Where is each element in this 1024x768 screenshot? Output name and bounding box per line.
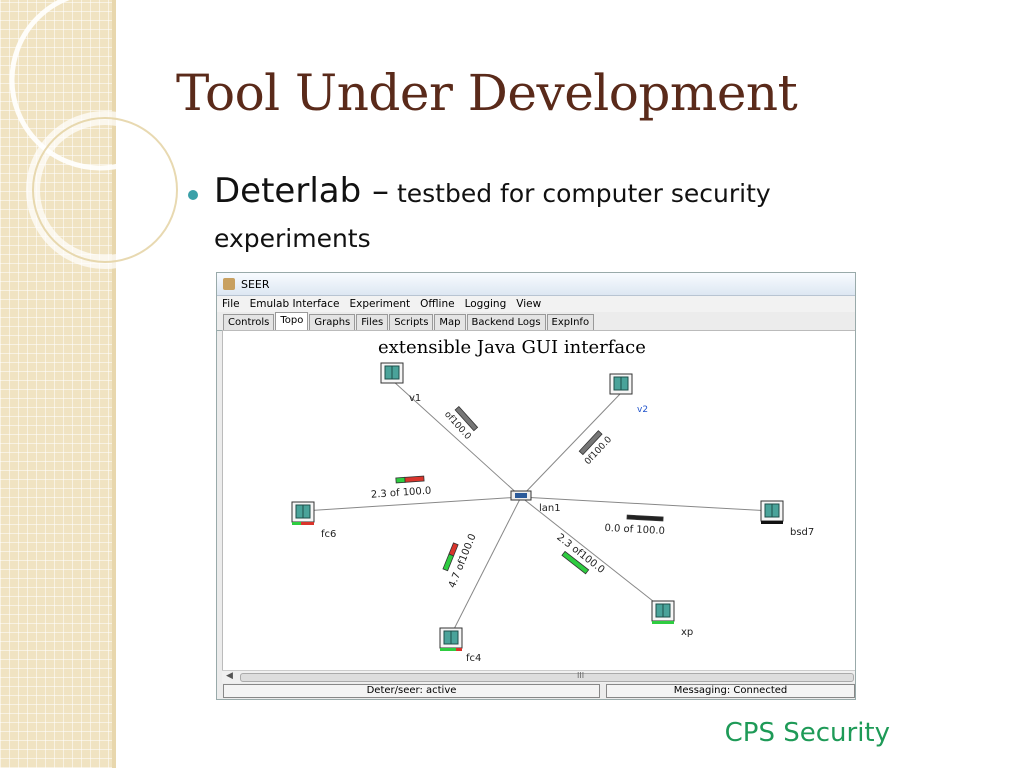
menu-bar: File Emulab Interface Experiment Offline… (217, 296, 855, 312)
node-xp-server-icon[interactable] (651, 600, 675, 624)
status-seer: Deter/seer: active (223, 684, 600, 698)
usage-label-v1: of100.0 (442, 410, 473, 442)
link-fc4 (450, 496, 522, 636)
java-icon (223, 278, 235, 290)
menu-experiment[interactable]: Experiment (349, 298, 411, 310)
node-fc4-server-icon[interactable] (439, 627, 463, 651)
status-messaging: Messaging: Connected (606, 684, 855, 698)
scroll-left-icon[interactable]: ◀ (226, 671, 233, 681)
menu-file[interactable]: File (222, 298, 240, 310)
scroll-thumb[interactable] (240, 673, 854, 682)
tab-topo[interactable]: Topo (275, 312, 309, 330)
usage-label-fc6: 2.3 of 100.0 (371, 486, 432, 501)
meter-bsd7: 0.0 of 100.0 (604, 514, 665, 537)
link-bsd7 (520, 496, 772, 512)
meter-fc4: 4.7 of100.0 (442, 532, 479, 590)
menu-offline[interactable]: Offline (420, 298, 455, 310)
bullet-text: Deterlab – testbed for computer security… (214, 170, 854, 263)
topology-graph: of100.0 0f100.0 2.3 of 100.0 0.0 of 100.… (291, 362, 814, 664)
footer-text: CPS Security (724, 718, 890, 748)
decorative-rings (9, 0, 191, 269)
status-bar: Deter/seer: active Messaging: Connected (217, 684, 855, 698)
window-titlebar[interactable]: SEER (217, 273, 855, 296)
node-v1-server-icon[interactable] (380, 362, 404, 384)
node-label-fc6: fc6 (321, 529, 336, 540)
meter-v2: 0f100.0 (578, 430, 614, 467)
tab-bar: Controls Topo Graphs Files Scripts Map B… (217, 312, 855, 331)
scroll-grip: III (577, 671, 585, 680)
node-label-bsd7: bsd7 (790, 527, 814, 538)
tab-scripts[interactable]: Scripts (389, 314, 434, 330)
tab-files[interactable]: Files (356, 314, 389, 330)
menu-view[interactable]: View (516, 298, 542, 310)
meter-v1: of100.0 (442, 406, 479, 442)
bullet-icon (188, 190, 198, 200)
menu-emulab-interface[interactable]: Emulab Interface (249, 298, 340, 310)
tab-graphs[interactable]: Graphs (309, 314, 356, 330)
seer-window: SEER File Emulab Interface Experiment Of… (216, 272, 856, 700)
bullet-description: testbed for computer security experiment… (214, 179, 771, 253)
usage-label-bsd7: 0.0 of 100.0 (604, 523, 665, 537)
node-label-fc4: fc4 (466, 653, 481, 664)
tab-map[interactable]: Map (434, 314, 466, 330)
link-v2 (520, 392, 622, 498)
lan1-hub-icon[interactable] (510, 490, 532, 501)
tab-backend-logs[interactable]: Backend Logs (466, 314, 546, 330)
node-v2-server-icon[interactable] (609, 373, 633, 395)
bullet-term: Deterlab – (214, 171, 389, 211)
node-label-xp: xp (681, 627, 693, 638)
node-label-v1: v1 (409, 393, 421, 404)
canvas-caption: extensible Java GUI interface (378, 337, 646, 358)
decorative-sidebar (0, 0, 112, 768)
window-title: SEER (241, 277, 270, 291)
menu-logging[interactable]: Logging (464, 298, 507, 310)
topology-canvas[interactable]: extensible Java GUI interface of100.0 0f… (222, 330, 855, 672)
meter-fc6: 2.3 of 100.0 (371, 475, 432, 501)
node-label-lan1: lan1 (539, 503, 561, 514)
slide-title: Tool Under Development (176, 64, 798, 122)
tab-expinfo[interactable]: ExpInfo (546, 314, 595, 330)
link-fc6 (302, 496, 522, 512)
sidebar-edge (112, 0, 116, 768)
node-label-v2: v2 (637, 405, 648, 415)
link-xp (520, 496, 664, 610)
meter-xp: 2.3 of100.0 (554, 532, 606, 576)
horizontal-scrollbar[interactable]: ◀ III (222, 670, 855, 683)
usage-label-v2: 0f100.0 (583, 435, 614, 467)
tab-controls[interactable]: Controls (223, 314, 275, 330)
link-v1 (392, 380, 522, 498)
node-bsd7-server-icon[interactable] (760, 500, 784, 524)
node-fc6-server-icon[interactable] (291, 501, 315, 525)
